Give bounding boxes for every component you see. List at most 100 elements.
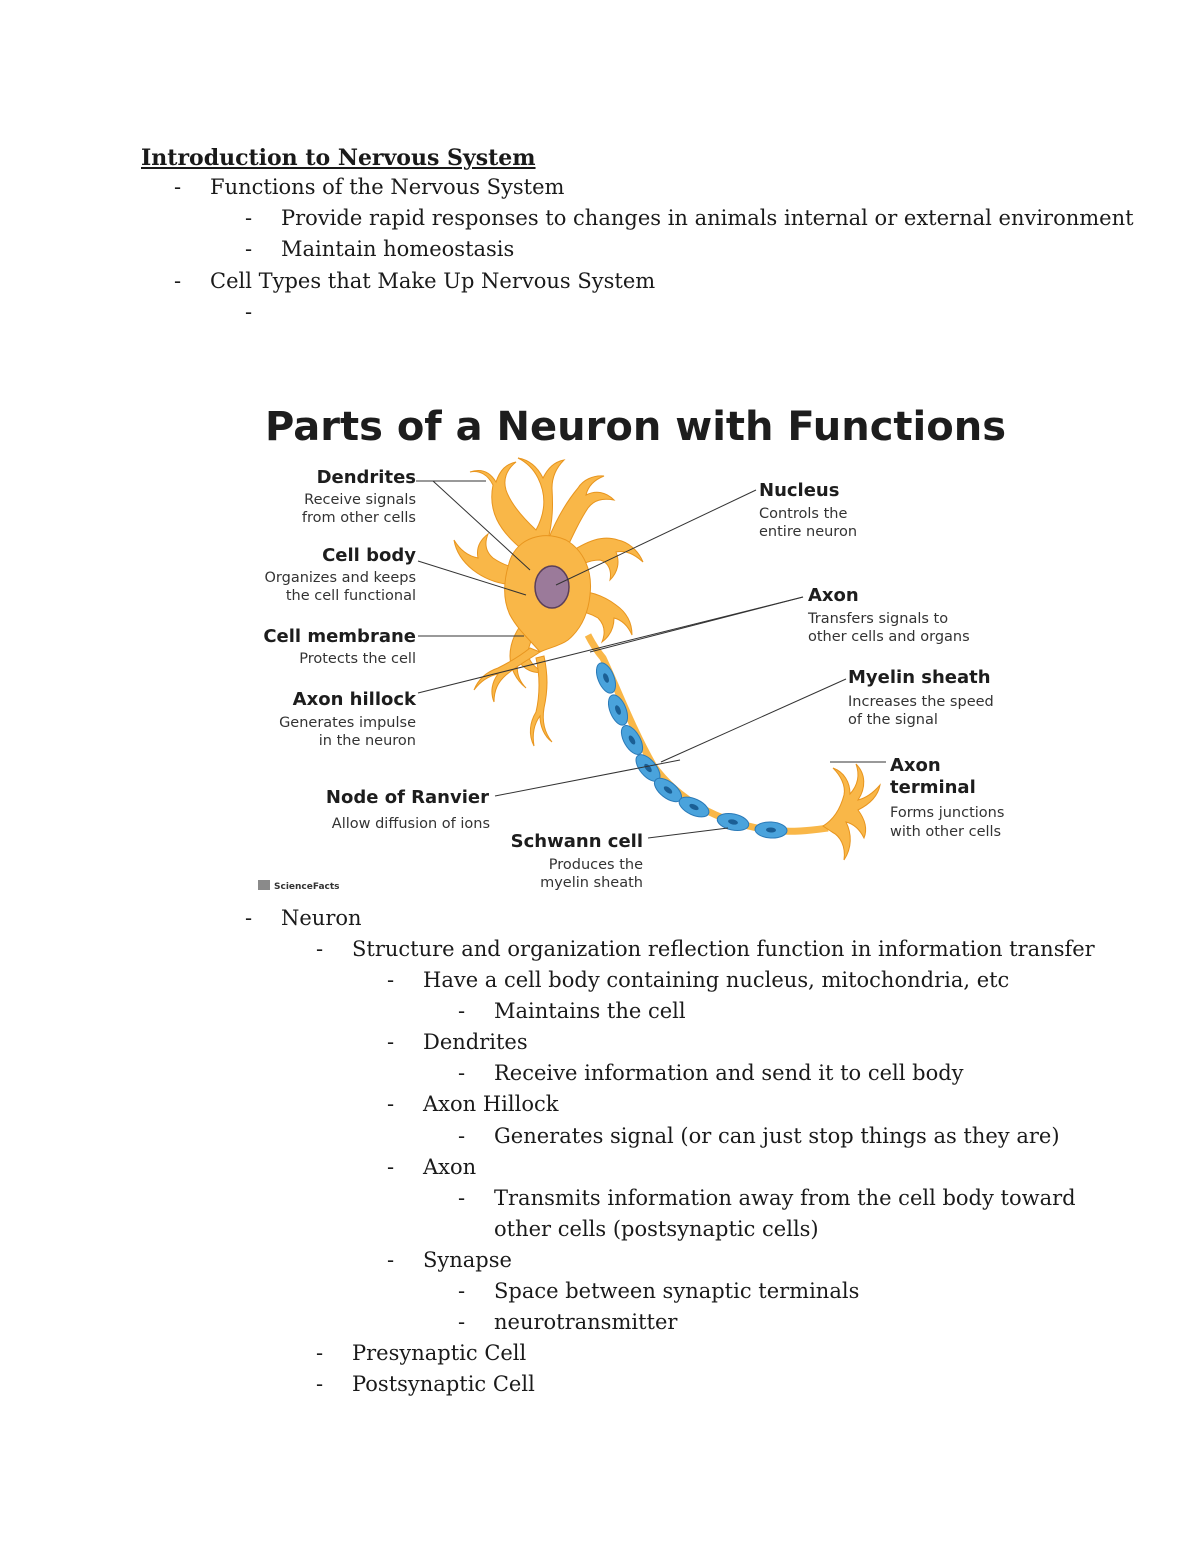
list-item: - Cell Types that Make Up Nervous System (174, 267, 655, 295)
list-item: - Functions of the Nervous System (174, 173, 564, 201)
myelin-sheath-label: Myelin sheath (848, 667, 991, 688)
bullet-dash: - (387, 968, 395, 992)
list-item-text: Space between synaptic terminals (494, 1279, 860, 1303)
myelin-sheath-desc: of the signal (848, 712, 938, 728)
bullet-dash: - (245, 906, 253, 930)
list-item: - Provide rapid responses to changes in a… (245, 204, 1134, 232)
nucleus-leader (555, 489, 757, 586)
node-of-ranvier-desc: Allow diffusion of ions (332, 816, 490, 832)
cell-body-desc: the cell functional (286, 588, 416, 604)
list-item-text: Transmits information away from the cell… (494, 1186, 1076, 1210)
neuron-diagram: Parts of a Neuron with Functions (258, 404, 1006, 892)
bullet-dash: - (387, 1248, 395, 1272)
list-item-text: Have a cell body containing nucleus, mit… (423, 968, 1010, 992)
list-item: - Presynaptic Cell (316, 1339, 526, 1367)
list-item-text: Functions of the Nervous System (210, 175, 565, 199)
logo-text: ScienceFacts (274, 882, 340, 892)
bullet-dash: - (458, 999, 466, 1023)
list-item: - Maintain homeostasis (245, 235, 514, 263)
myelin-sheath-leader (660, 678, 847, 763)
cell-membrane-desc: Protects the cell (299, 651, 416, 667)
node-of-ranvier-leader (494, 759, 681, 797)
list-item-text: Axon (423, 1155, 477, 1179)
bullet-dash: - (458, 1279, 466, 1303)
list-item: - Axon (387, 1153, 476, 1181)
bullet-dash: - (316, 937, 324, 961)
bullet-dash: - (316, 1341, 324, 1365)
list-item: - Transmits information away from the cel… (458, 1184, 1076, 1212)
sciencefacts-logo: ScienceFacts (258, 880, 340, 892)
dendrites-desc: from other cells (302, 510, 416, 526)
list-item: - Receive information and send it to cell… (458, 1059, 964, 1087)
list-item: - Maintains the cell (458, 997, 686, 1025)
axon-hillock-label: Axon hillock (293, 689, 417, 710)
list-item-text: Cell Types that Make Up Nervous System (210, 269, 656, 293)
list-item-text: Neuron (281, 906, 362, 930)
node-of-ranvier-label: Node of Ranvier (326, 787, 489, 808)
lower-dendrites-shape (473, 647, 542, 703)
bullet-dash: - (458, 1061, 466, 1085)
nucleus-desc: Controls the (759, 506, 847, 522)
dendrites-label: Dendrites (317, 467, 416, 488)
axon-label: Axon (808, 585, 859, 606)
list-item-text: Axon Hillock (423, 1092, 559, 1116)
list-item-continuation: other cells (postsynaptic cells) (494, 1217, 819, 1241)
bullet-dash: - (458, 1310, 466, 1334)
myelin-sheath-desc: Increases the speed (848, 694, 994, 710)
list-item-text: Provide rapid responses to changes in an… (281, 206, 1134, 230)
list-item: - Postsynaptic Cell (316, 1370, 535, 1398)
cell-body-desc: Organizes and keeps (265, 570, 417, 586)
schwann-cell-leader (647, 827, 729, 839)
axon-terminal-desc: with other cells (890, 824, 1001, 840)
bullet-dash: - (387, 1030, 395, 1054)
list-item-text: Receive information and send it to cell … (494, 1061, 964, 1085)
list-item-text: Maintains the cell (494, 999, 686, 1023)
dendrites-leader-2 (432, 480, 531, 571)
list-item-text: Synapse (423, 1248, 512, 1272)
axon-terminal-label: Axon (890, 755, 941, 776)
bullet-dash: - (458, 1186, 466, 1210)
cell-body-label: Cell body (322, 545, 416, 566)
list-item-text: Maintain homeostasis (281, 237, 515, 261)
bullet-dash: - (174, 175, 182, 199)
list-item: - Generates signal (or can just stop thin… (458, 1122, 1060, 1150)
bullet-dash: - (387, 1155, 395, 1179)
bullet-dash: - (387, 1092, 395, 1116)
axon-terminal-shape (822, 763, 881, 861)
list-item-text: Generates signal (or can just stop thing… (494, 1124, 1060, 1148)
bullet-dash: - (245, 237, 253, 261)
nucleus-label: Nucleus (759, 480, 839, 501)
myelin-sheath-segments (595, 662, 788, 839)
schwann-cell-desc: Produces the (549, 857, 643, 873)
axon-terminal-label: terminal (890, 777, 976, 798)
list-item: - Synapse (387, 1246, 512, 1274)
nucleus-desc: entire neuron (759, 524, 857, 540)
schwann-cell-label: Schwann cell (511, 831, 643, 852)
nucleus-shape (534, 565, 570, 609)
list-item-text: neurotransmitter (494, 1310, 678, 1334)
list-item: - Have a cell body containing nucleus, mi… (387, 966, 1009, 994)
cell-body-leader (417, 560, 527, 596)
list-item: - Space between synaptic terminals (458, 1277, 859, 1305)
bullet-dash: - (174, 269, 182, 293)
list-item-text: Presynaptic Cell (352, 1341, 527, 1365)
list-item-text: Dendrites (423, 1030, 528, 1054)
axon-desc: other cells and organs (808, 629, 970, 645)
bullet-dash: - (316, 1372, 324, 1396)
lower-dendrite-branch (529, 655, 553, 747)
list-item: - Structure and organization reflection f… (316, 935, 1095, 963)
bullet-dash: - (245, 300, 253, 324)
bullet-dash: - (458, 1124, 466, 1148)
axon-desc: Transfers signals to (807, 611, 948, 627)
dendrites-desc: Receive signals (304, 492, 416, 508)
list-item-text: Structure and organization reflection fu… (352, 937, 1095, 961)
list-item: - Dendrites (387, 1028, 528, 1056)
cell-membrane-label: Cell membrane (263, 626, 416, 647)
bullet-dash: - (245, 206, 253, 230)
list-item-text: Postsynaptic Cell (352, 1372, 535, 1396)
axon-leader (589, 596, 804, 653)
figure-title: Parts of a Neuron with Functions (265, 404, 1006, 450)
list-item: - Axon Hillock (387, 1090, 558, 1118)
axon-hillock-desc: Generates impulse (279, 715, 416, 731)
axon-hillock-leader (417, 596, 804, 694)
